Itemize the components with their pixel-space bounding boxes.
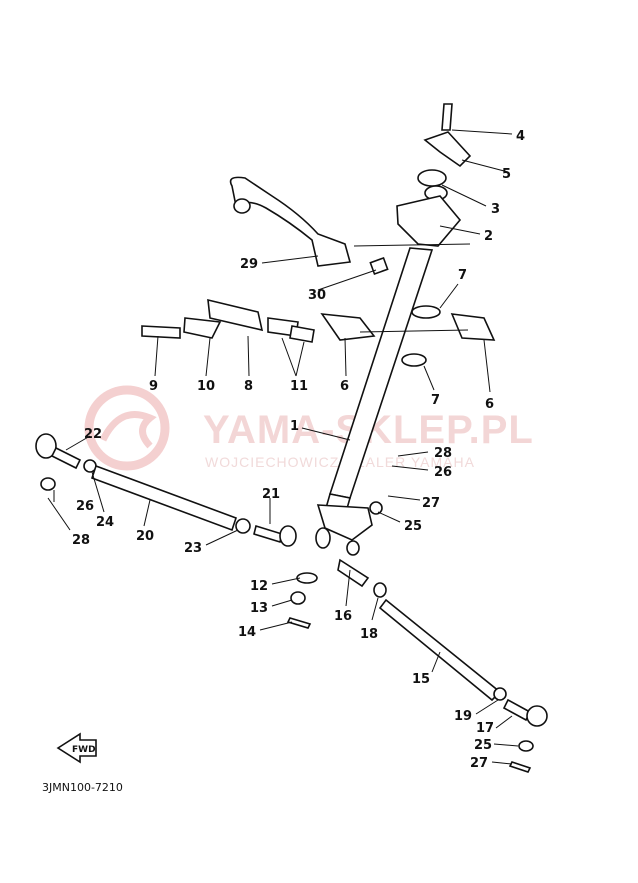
callout-16: 16 — [334, 609, 352, 624]
callout-26-left: 26 — [76, 499, 94, 514]
callout-28-right: 28 — [434, 446, 452, 461]
callout-7-lower: 7 — [431, 393, 440, 408]
callout-20: 20 — [136, 529, 154, 544]
watermark-logo — [84, 385, 170, 471]
callout-30: 30 — [308, 288, 326, 303]
callout-17: 17 — [476, 721, 494, 736]
steering-column — [315, 247, 434, 549]
callout-6-right: 6 — [485, 397, 494, 412]
callout-labels: 4 5 3 2 29 30 7 7 9 10 8 11 6 6 1 22 28 … — [72, 129, 525, 771]
callout-10: 10 — [197, 379, 215, 394]
callout-9: 9 — [149, 379, 158, 394]
diagram-code: 3JMN100-7210 — [42, 781, 123, 794]
callout-25-lower: 25 — [474, 738, 492, 753]
callout-21: 21 — [262, 487, 280, 502]
shaft-clamps — [141, 298, 496, 367]
callout-5: 5 — [502, 167, 511, 182]
callout-23: 23 — [184, 541, 202, 556]
callout-12: 12 — [250, 579, 268, 594]
callout-7-upper: 7 — [458, 268, 467, 283]
callout-29: 29 — [240, 257, 258, 272]
callout-6-left: 6 — [340, 379, 349, 394]
callout-27-upper: 27 — [422, 496, 440, 511]
fwd-label: FWD — [72, 745, 96, 755]
callout-26-right: 26 — [434, 465, 452, 480]
callout-8: 8 — [244, 379, 253, 394]
right-tie-rod-assembly — [337, 501, 548, 773]
leader-lines — [47, 129, 519, 765]
callout-22: 22 — [84, 427, 102, 442]
callout-13: 13 — [250, 601, 268, 616]
forward-direction-arrow: FWD — [56, 732, 97, 764]
callout-1: 1 — [290, 419, 299, 434]
callout-15: 15 — [412, 672, 430, 687]
small-hardware — [286, 572, 318, 629]
callout-28-left: 28 — [72, 533, 90, 548]
callout-11: 11 — [290, 379, 308, 394]
callout-4: 4 — [516, 129, 525, 144]
callout-19: 19 — [454, 709, 472, 724]
callout-2: 2 — [484, 229, 493, 244]
left-tie-rod-assembly — [35, 433, 297, 547]
upper-bracket-assembly — [396, 103, 472, 247]
callout-14: 14 — [238, 625, 256, 640]
callout-24: 24 — [96, 515, 114, 530]
callout-18: 18 — [360, 627, 378, 642]
callout-27-lower: 27 — [470, 756, 488, 771]
watermark-subtitle: WOJCIECHOWICZ DEALER YAMAHA — [205, 454, 475, 470]
callout-25-upper: 25 — [404, 519, 422, 534]
callout-3: 3 — [491, 202, 500, 217]
